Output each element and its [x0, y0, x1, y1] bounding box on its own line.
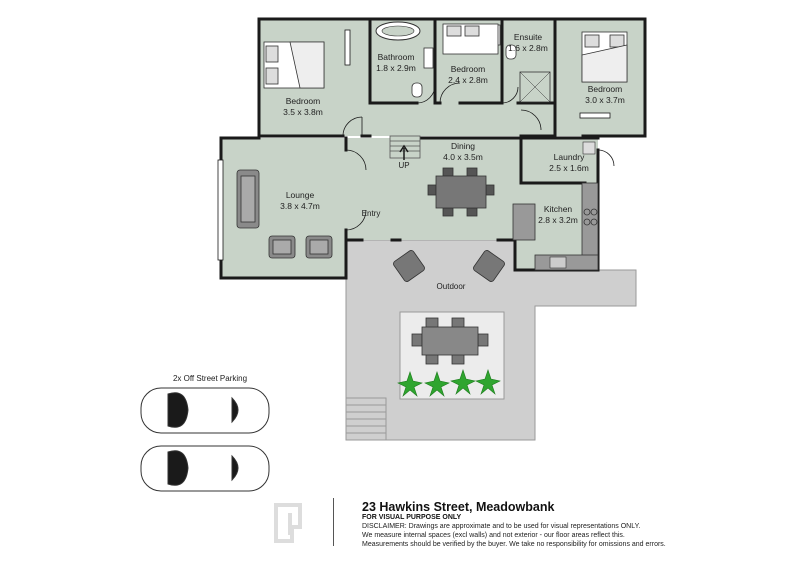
ensuite-toilet-icon — [505, 44, 517, 60]
bed-icon — [263, 41, 325, 89]
agency-logo-icon — [274, 503, 302, 543]
room-name-label: Ensuite — [514, 32, 543, 42]
outdoor-label: Outdoor — [437, 282, 466, 291]
sofa-icon — [236, 169, 260, 229]
bed-icon — [442, 23, 499, 55]
windows — [217, 29, 611, 261]
up-arrow-icon — [399, 144, 409, 160]
room-size-label: 4.0 x 3.5m — [443, 152, 483, 162]
room-name-label: Kitchen — [544, 204, 573, 214]
car-icon — [140, 387, 270, 434]
disclaimer: DISCLAIMER: Drawings are approximate and… — [362, 522, 722, 549]
vanity-icon — [423, 47, 434, 69]
footer-divider — [333, 498, 334, 546]
bed-icon — [581, 31, 628, 83]
laundry-tub-icon — [582, 141, 596, 155]
room-name-label: Dining — [451, 141, 475, 151]
room-size-label: 2.4 x 2.8m — [448, 75, 488, 85]
outdoor-table-icon — [411, 317, 489, 365]
toilet-icon — [411, 82, 423, 98]
visual-purpose-note: FOR VISUAL PURPOSE ONLY — [362, 514, 462, 521]
cooktop-icon — [583, 208, 598, 226]
armchair-icon — [268, 235, 296, 259]
kitchen-counter — [534, 254, 599, 271]
room-size-label: 3.0 x 3.7m — [585, 95, 625, 105]
disclaimer-line: We measure internal spaces (excl walls) … — [362, 532, 625, 539]
kitchen-bench — [512, 203, 536, 241]
outdoor-chair-icon — [393, 250, 505, 282]
room-name-label: Bedroom — [451, 64, 486, 74]
up-label: UP — [398, 161, 409, 170]
disclaimer-line: DISCLAIMER: Drawings are approximate and… — [362, 523, 641, 530]
dining-table-icon — [427, 167, 495, 217]
room-name-label: Laundry — [554, 152, 585, 162]
armchair-icon — [305, 235, 333, 259]
room-size-label: 3.8 x 4.7m — [280, 201, 320, 211]
room-name-label: Bedroom — [588, 84, 623, 94]
room-name-label: Lounge — [286, 190, 315, 200]
hallway-floor — [370, 103, 555, 136]
sink-icon — [549, 256, 567, 269]
room-name-label: Bathroom — [378, 52, 415, 62]
room-size-label: 2.8 x 3.2m — [538, 215, 578, 225]
parking-label: 2x Off Street Parking — [173, 374, 247, 383]
plant-icon — [397, 369, 501, 397]
room-size-label: 1.6 x 2.8m — [508, 43, 548, 53]
disclaimer-line: Measurements should be verified by the b… — [362, 541, 666, 548]
room-size-label: 2.5 x 1.6m — [549, 163, 589, 173]
room-name-label: Bedroom — [286, 96, 321, 106]
property-address: 23 Hawkins Street, Meadowbank — [362, 500, 555, 514]
entry-label: Entry — [362, 209, 381, 218]
room-size-label: 1.8 x 2.9m — [376, 63, 416, 73]
outdoor-steps — [345, 397, 387, 441]
door-swings — [342, 82, 615, 231]
car-icon — [140, 445, 270, 492]
room-size-label: 3.5 x 3.8m — [283, 107, 323, 117]
